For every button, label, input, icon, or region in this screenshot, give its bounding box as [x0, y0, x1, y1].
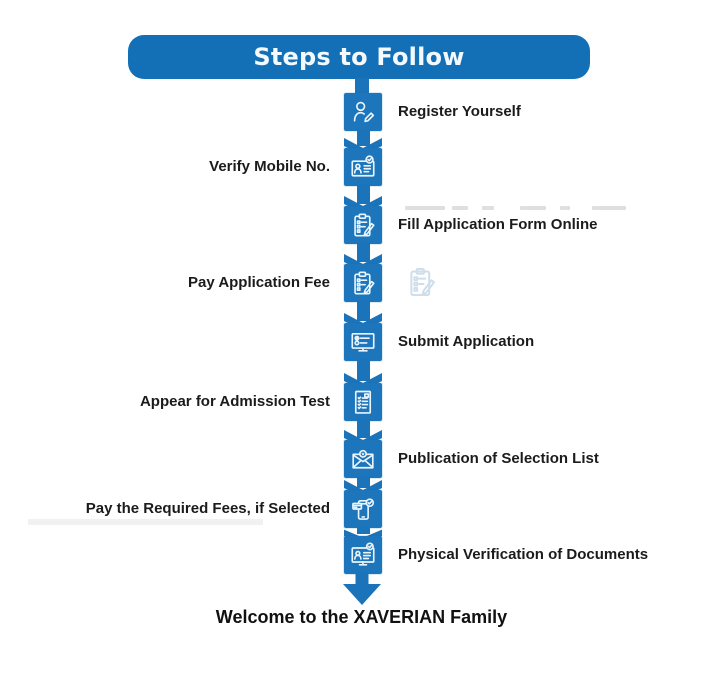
test-sheet-icon — [354, 390, 372, 414]
step-icon-box — [344, 206, 382, 244]
document-verification-icon — [351, 542, 375, 566]
ghost-text-artifact — [592, 206, 626, 210]
monitor-checklist-icon — [351, 333, 375, 352]
step-icon-box — [344, 323, 382, 361]
header-banner: Steps to Follow — [128, 35, 590, 79]
ghost-smudge-artifact — [28, 519, 263, 525]
step-label: Register Yourself — [398, 103, 521, 120]
ghost-text-artifact — [452, 206, 468, 210]
clipboard-pencil-icon — [354, 271, 375, 295]
final-down-arrow-icon — [343, 572, 381, 605]
ghost-text-artifact — [405, 206, 445, 210]
step-label: Submit Application — [398, 333, 535, 350]
envelope-seal-icon — [352, 449, 374, 469]
step-label: Physical Verification of Documents — [398, 546, 649, 563]
ghost-clipboard-artifact-icon — [410, 267, 436, 297]
step-label: Publication of Selection List — [398, 450, 599, 467]
ghost-text-artifact — [520, 206, 546, 210]
mobile-payment-icon — [352, 498, 375, 520]
step-icon-box — [344, 440, 382, 478]
step-label: Pay Application Fee — [188, 274, 330, 291]
step-icon-box — [344, 383, 382, 421]
step-label: Pay the Required Fees, if Selected — [85, 500, 330, 517]
step-icon-box — [344, 536, 382, 574]
step-icon-box — [344, 490, 382, 528]
ghost-text-artifact — [482, 206, 494, 210]
step-label: Appear for Admission Test — [139, 393, 330, 410]
step-icon-box — [344, 264, 382, 302]
step-label: Fill Application Form Online — [398, 216, 598, 233]
clipboard-pencil-icon — [354, 213, 375, 237]
header-connector-bar — [355, 78, 369, 95]
step-icon-box — [344, 148, 382, 186]
welcome-message: Welcome to the XAVERIAN Family — [215, 607, 508, 627]
step-label: Verify Mobile No. — [209, 158, 330, 175]
register-person-pencil-icon — [353, 101, 375, 123]
step-icon-box — [344, 93, 382, 131]
ghost-text-artifact — [560, 206, 570, 210]
id-card-check-icon — [351, 155, 375, 177]
page-title: Steps to Follow — [253, 43, 465, 71]
